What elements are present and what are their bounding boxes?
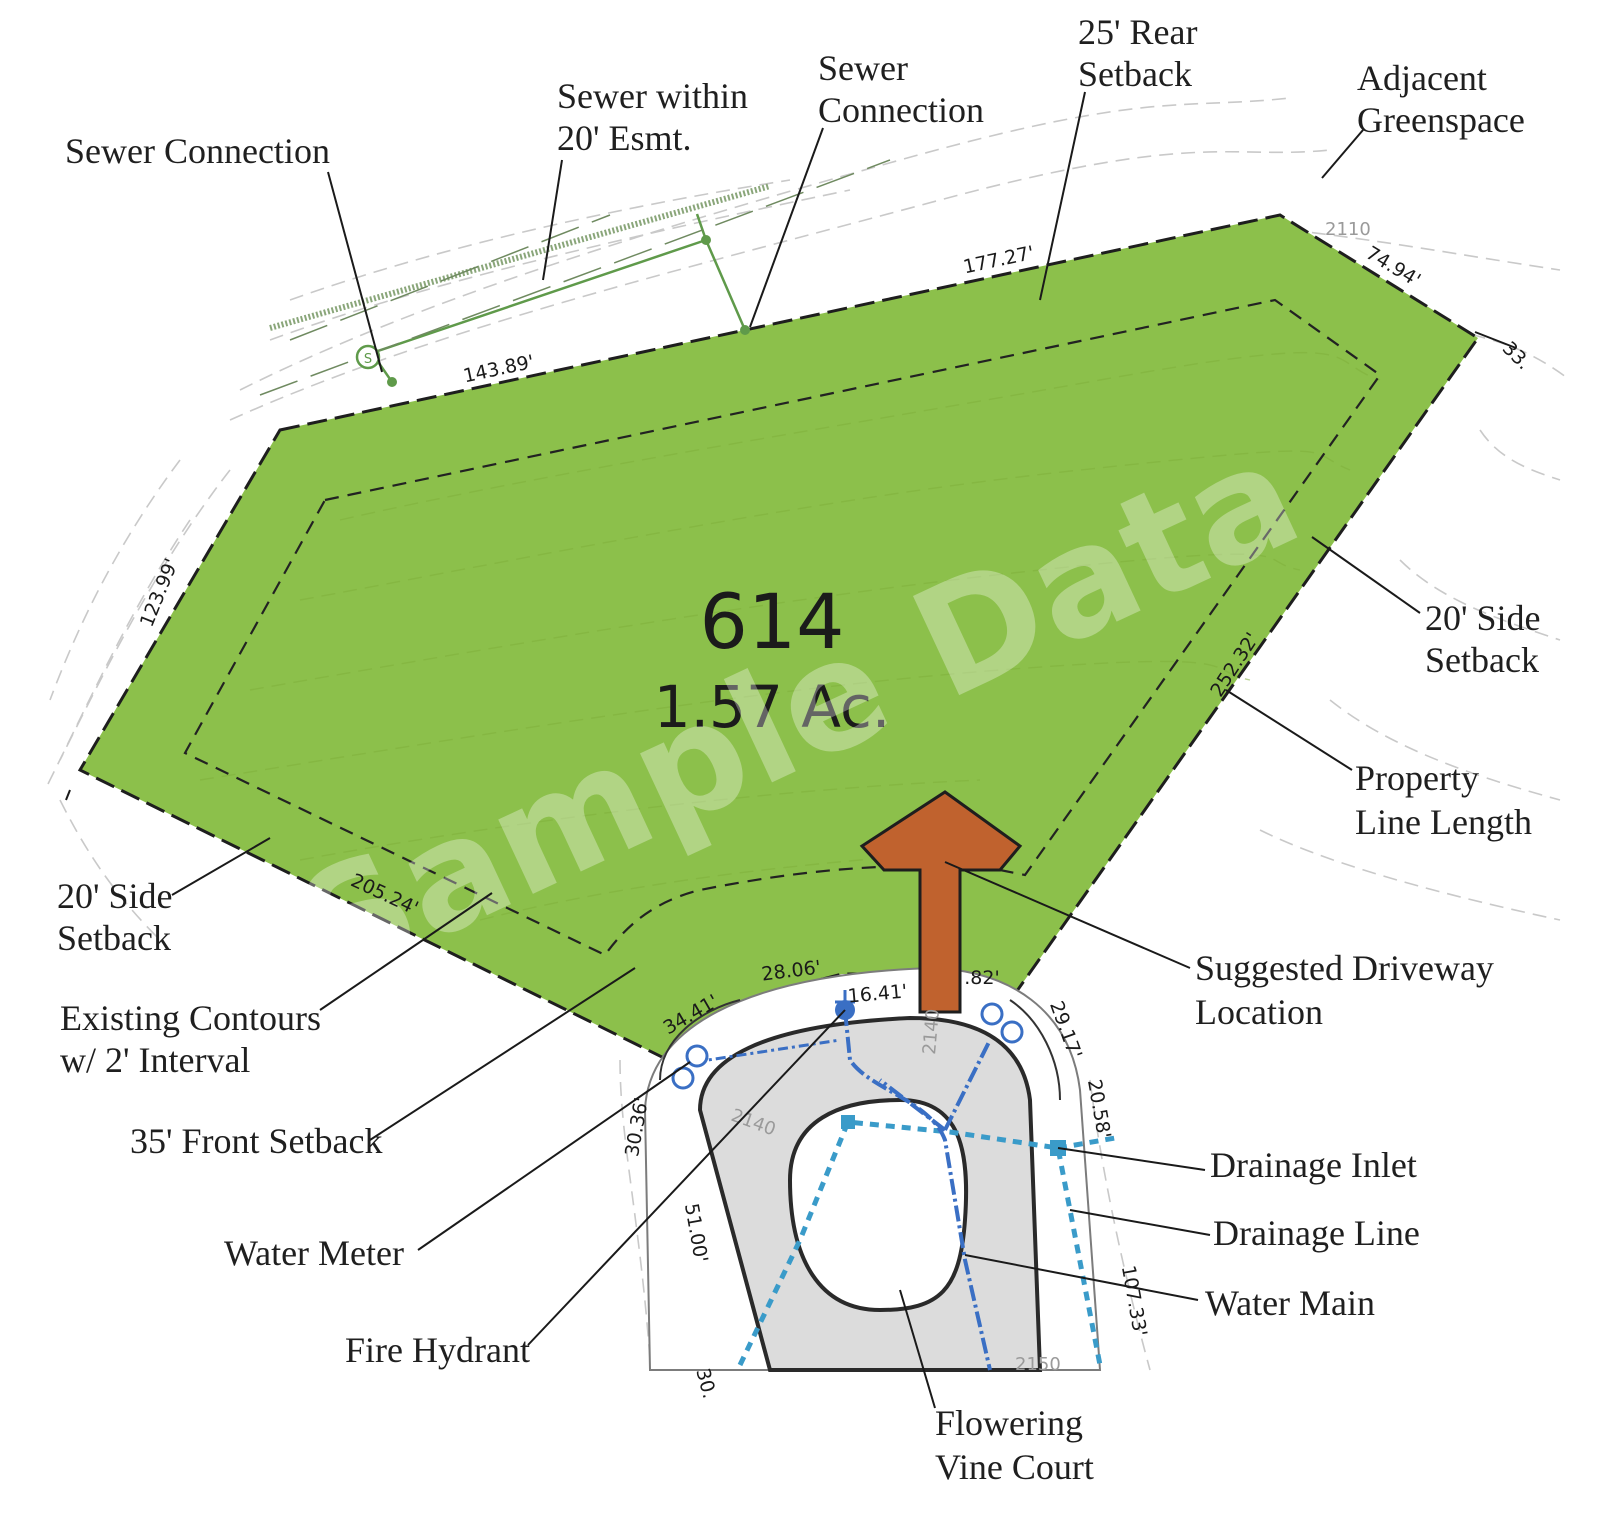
dimension-label: 107.33' (1117, 1264, 1151, 1338)
contour-label: 2140 (919, 1008, 944, 1055)
callout-existing-contours: Existing Contours w/ 2' Interval (60, 998, 330, 1080)
svg-text:S: S (364, 352, 372, 367)
drainage-line (737, 1119, 1116, 1367)
dimension-label: 20.58' (1083, 1078, 1115, 1141)
leader-lines (65, 91, 1517, 1409)
callout-front-setback: 35' Front Setback (130, 1121, 382, 1161)
callout-water-meter: Water Meter (224, 1233, 404, 1273)
dimension-label: .82' (964, 967, 999, 989)
lot-number: 614 (699, 577, 844, 666)
contour-label: 2150 (1015, 1354, 1061, 1375)
lot-area: 1.57 Ac. (654, 673, 891, 741)
callout-side-setback-left: 20' Side Setback (57, 876, 182, 958)
lot-parcel (77, 213, 1481, 1062)
callout-rear-setback: 25' Rear Setback (1078, 12, 1206, 94)
contour-label: 2110 (1325, 219, 1371, 240)
existing-contours (44, 97, 1571, 1371)
driveway-arrow (859, 790, 1023, 1014)
sewer-manhole-icon: S (355, 344, 381, 370)
callout-water-main: Water Main (1205, 1283, 1375, 1323)
callout-sewer-easement: Sewer within 20' Esmt. (557, 76, 757, 158)
street-name: Flowering Vine Court (935, 1403, 1094, 1487)
building-setback-line (183, 298, 1382, 957)
cul-de-sac-road (643, 966, 1102, 1372)
water-main (843, 1009, 992, 1371)
water-service-line (694, 1038, 841, 1064)
callout-drainage-inlet: Drainage Inlet (1210, 1145, 1417, 1185)
dimension-label: 30. (691, 1366, 720, 1401)
callout-sewer-connection-left: Sewer Connection (65, 131, 330, 171)
callout-sewer-connection-top: Sewer Connection (818, 48, 984, 130)
callout-side-setback-right: 20' Side Setback (1425, 598, 1550, 680)
water-meter-icon (980, 1002, 1024, 1044)
callout-drainage-line: Drainage Line (1213, 1213, 1420, 1253)
callout-property-line: Property Line Length (1355, 758, 1532, 842)
sewer-cleanout-icon (701, 235, 711, 245)
dimension-label: 16.41' (847, 980, 908, 1007)
sewer-cleanout-icon (740, 325, 750, 335)
callout-fire-hydrant: Fire Hydrant (345, 1330, 530, 1370)
drainage-inlet-icon (841, 1115, 855, 1129)
callout-greenspace: Adjacent Greenspace (1357, 58, 1525, 140)
water-meter-icon (671, 1044, 709, 1090)
callout-driveway: Suggested Driveway Location (1195, 948, 1503, 1032)
sewer-cleanout-icon (387, 377, 397, 387)
